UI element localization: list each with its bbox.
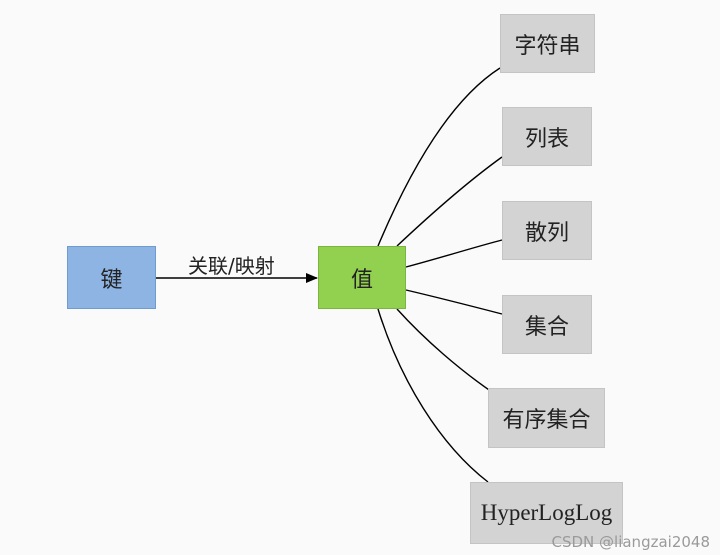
watermark: CSDN @liangzai2048 <box>551 533 711 551</box>
edge-value-hash <box>405 239 503 268</box>
edge-value-set <box>405 289 503 315</box>
type-node-sorted-set: 有序集合 <box>488 388 605 448</box>
type-node-set: 集合 <box>502 295 592 354</box>
type-node-hash: 散列 <box>502 201 592 260</box>
value-node: 值 <box>318 246 406 309</box>
type-node-label: 集合 <box>524 314 569 340</box>
edge-value-zset <box>396 308 493 393</box>
type-node-label: 散列 <box>524 220 569 246</box>
type-node-label: HyperLogLog <box>480 500 613 525</box>
edge-value-hyperloglog <box>377 308 489 483</box>
type-node-hyperloglog: HyperLogLog <box>470 482 623 544</box>
type-node-label: 字符串 <box>514 33 581 59</box>
edge-value-string <box>377 67 501 247</box>
type-node-list: 列表 <box>502 107 592 166</box>
key-node-label: 键 <box>100 267 123 293</box>
edge-value-list <box>396 156 503 247</box>
value-node-label: 值 <box>350 267 373 293</box>
type-node-label: 有序集合 <box>502 408 591 433</box>
key-node: 键 <box>67 246 156 309</box>
type-node-label: 列表 <box>524 126 569 152</box>
edge-label: 关联/映射 <box>188 254 275 278</box>
type-node-string: 字符串 <box>500 14 595 73</box>
